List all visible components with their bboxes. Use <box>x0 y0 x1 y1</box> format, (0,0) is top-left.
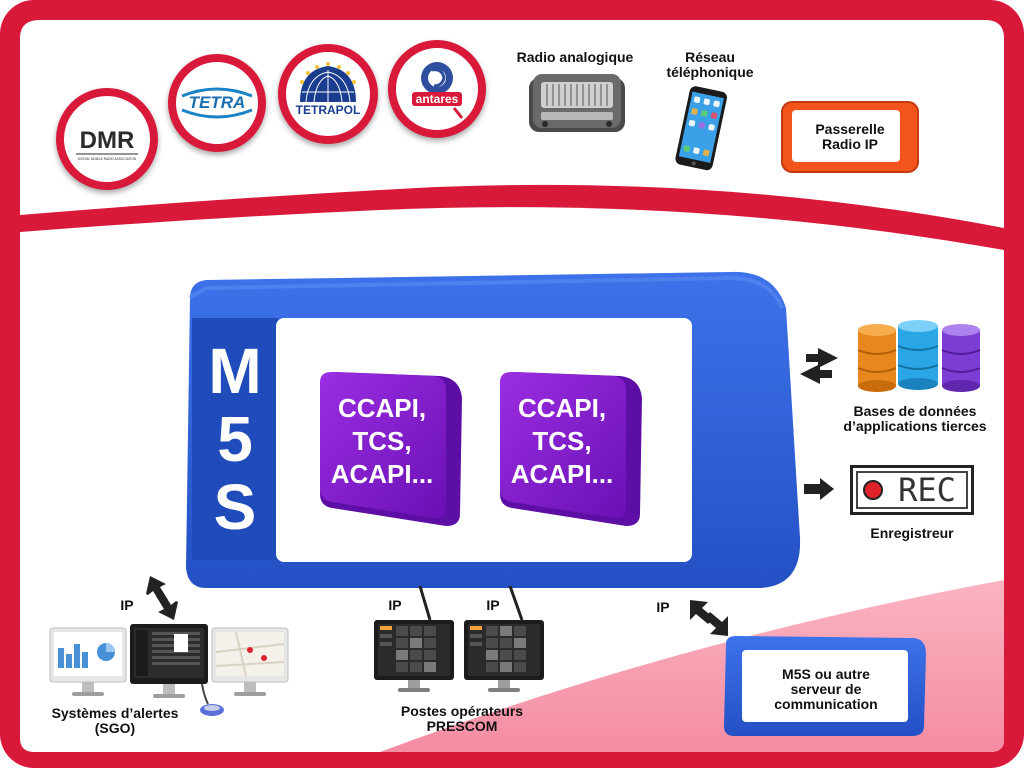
record-dot-icon <box>863 480 883 500</box>
gateway-label-line1: Passerelle <box>815 121 885 137</box>
database-purple-icon <box>941 324 981 392</box>
databases-icon <box>857 320 981 392</box>
ip-gateway-box <box>781 101 919 173</box>
operators-label-line1: Postes opérateurs <box>400 703 524 719</box>
databases-label-line2: d’applications tierces <box>843 418 987 434</box>
ip-label-operator-2: IP <box>486 597 500 613</box>
tetra-name: TETRA <box>189 93 246 112</box>
dmr-logo: DMR DIGITAL MOBILE RADIO ASSOCIATION <box>56 88 158 190</box>
api-tile-1-line-2: TCS, <box>352 426 412 456</box>
server-bidirectional-arrow-icon <box>690 600 728 636</box>
communication-server-box <box>724 636 926 736</box>
sgo-label-line2: (SGO) <box>94 720 136 736</box>
sgo-workstations-icon <box>49 624 289 716</box>
database-blue-icon <box>897 320 939 390</box>
api-tile-2-line-3: ACAPI... <box>510 459 614 489</box>
recorder-screen-text: REC <box>898 471 956 509</box>
sgo-monitor-1 <box>49 627 127 696</box>
phone-label-line2: téléphonique <box>666 64 754 80</box>
smartphone-icon <box>675 86 727 171</box>
api-tile-2-line-2: TCS, <box>532 426 592 456</box>
api-tile-2-line-1: CCAPI, <box>517 393 607 423</box>
right-arrow-icon <box>804 478 834 500</box>
operator-monitor-2 <box>464 620 544 692</box>
ip-label-sgo: IP <box>120 597 134 613</box>
api-tile-2-shape <box>500 372 642 526</box>
antares-logo: antares <box>388 40 486 138</box>
api-tile-1-line-1: CCAPI, <box>337 393 427 423</box>
dmr-tagline: DIGITAL MOBILE RADIO ASSOCIATION <box>78 157 137 161</box>
operator-workstations-icon <box>374 620 544 692</box>
radio-label: Radio analogique <box>516 49 634 65</box>
sgo-bidirectional-arrow-icon <box>146 576 178 620</box>
sgo-monitor-2 <box>130 624 208 698</box>
operators-label-line2: PRESCOM <box>426 718 498 734</box>
antares-name: antares <box>416 92 459 106</box>
database-orange-icon <box>857 324 897 392</box>
api-tile-1-line-3: ACAPI... <box>330 459 434 489</box>
ip-label-operator-1: IP <box>388 597 402 613</box>
server-label-line2: serveur de <box>790 681 862 697</box>
m5s-letter-s: S <box>213 471 257 543</box>
analog-radio-icon <box>529 74 625 132</box>
tetrapol-name: TETRAPOL <box>296 103 361 117</box>
m5s-letter-m: M <box>208 335 262 407</box>
dmr-name: DMR <box>80 127 135 154</box>
recorder-icon: REC <box>850 465 974 515</box>
tetrapol-logo: TETRAPOL <box>278 44 378 144</box>
gateway-label-line2: Radio IP <box>821 136 878 152</box>
sgo-label-line1: Systèmes d’alertes <box>51 705 179 721</box>
m5s-letter-panel <box>192 318 278 560</box>
phone-label-line1: Réseau <box>685 49 735 65</box>
operator-monitor-1 <box>374 620 454 692</box>
sgo-monitor-3 <box>211 627 289 696</box>
server-label-line3: communication <box>774 696 878 712</box>
recorder-label: Enregistreur <box>870 525 954 541</box>
server-label-line1: M5S ou autre <box>782 666 870 682</box>
ip-label-server: IP <box>656 599 670 615</box>
api-tile-1-shape <box>320 372 462 526</box>
bidirectional-arrow-icon <box>800 348 838 384</box>
microphone-icon <box>200 683 224 716</box>
databases-label-line1: Bases de données <box>853 403 977 419</box>
m5s-letter-5: 5 <box>217 403 253 475</box>
operator-cables <box>418 585 524 621</box>
top-band <box>20 20 1004 228</box>
tetra-logo: TETRA <box>168 54 266 152</box>
